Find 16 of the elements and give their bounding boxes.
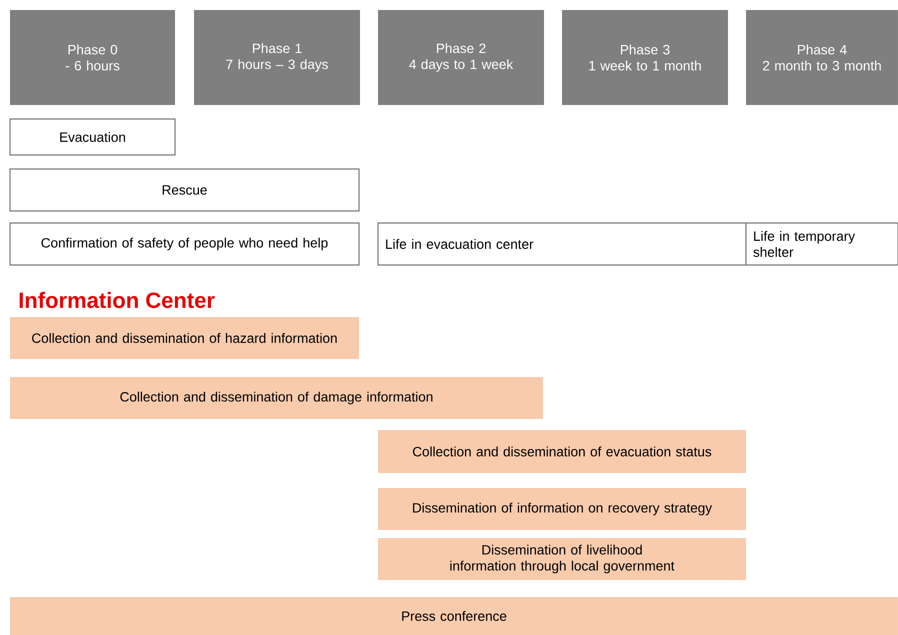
- task-bar: Dissemination of livelihood information through local government: [378, 538, 746, 580]
- phase-box: Phase 4 2 month to 3 month: [746, 10, 898, 105]
- task-bar: Dissemination of information on recovery strategy: [378, 488, 746, 530]
- task-bar: Collection and dissemination of hazard information: [10, 317, 359, 359]
- phase-box: Phase 0 - 6 hours: [10, 10, 175, 105]
- activity-box: Evacuation: [9, 118, 176, 156]
- phase-box: Phase 2 4 days to 1 week: [378, 10, 544, 105]
- activity-box: Life in temporary shelter: [745, 222, 898, 266]
- task-bar: Press conference: [10, 597, 898, 635]
- activity-box: Confirmation of safety of people who need help: [9, 222, 360, 266]
- section-heading: Information Center: [20, 292, 215, 308]
- task-bar: Collection and dissemination of damage information: [10, 377, 543, 419]
- phase-box: Phase 3 1 week to 1 month: [562, 10, 728, 105]
- activity-box: Rescue: [9, 168, 360, 212]
- task-bar: Collection and dissemination of evacuation status: [378, 430, 746, 473]
- phase-box: Phase 1 7 hours – 3 days: [194, 10, 360, 105]
